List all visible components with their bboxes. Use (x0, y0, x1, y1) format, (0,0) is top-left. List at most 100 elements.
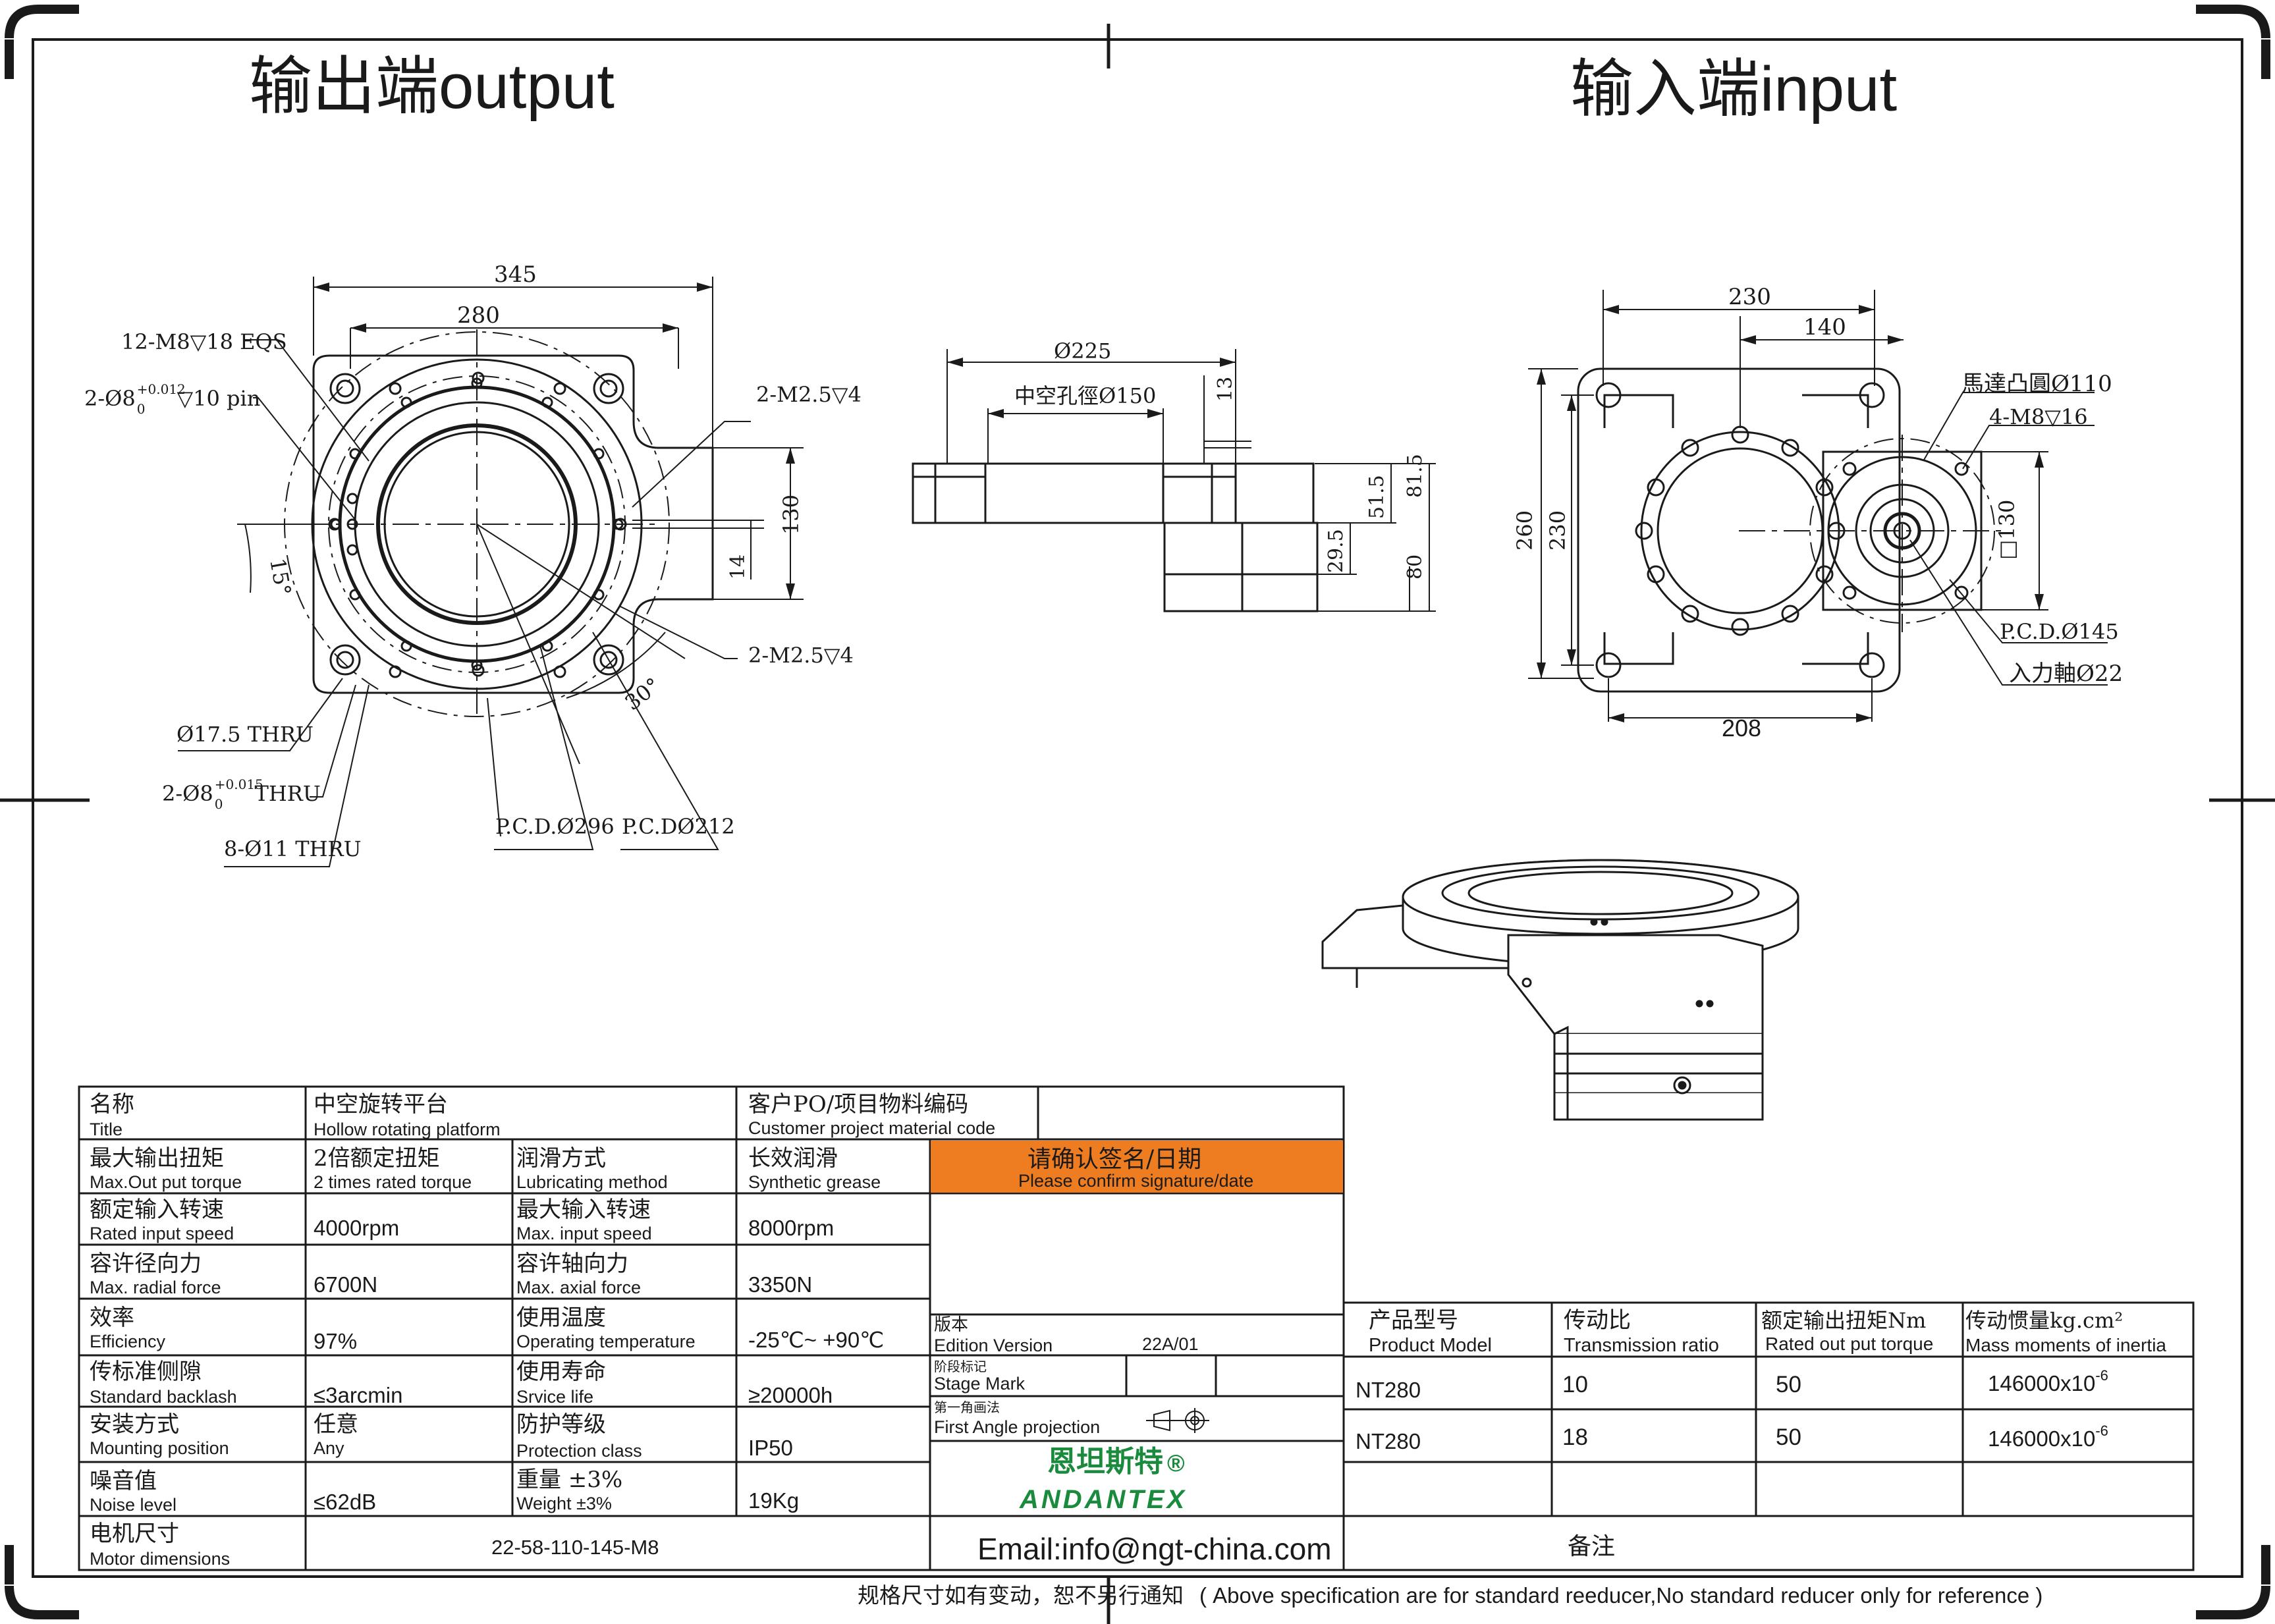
dim-51-5: 51.5 (1365, 475, 1388, 519)
row5-l2-cn: 使用寿命 (516, 1359, 606, 1385)
row3-l2-cn: 容许轴向力 (516, 1251, 628, 1277)
row3-l1-cn: 容许径向力 (90, 1251, 202, 1277)
po-label-en: Customer project material code (748, 1118, 995, 1138)
row3-l2-en: Max. axial force (516, 1278, 641, 1297)
projection-cn: 第一角画法 (934, 1399, 1000, 1415)
edition-cn: 版本 (934, 1315, 968, 1335)
row6-v2: IP50 (748, 1436, 793, 1460)
row2-v2: 8000rpm (748, 1216, 834, 1240)
row1-inertia: 146000x10-6 (1988, 1367, 2108, 1395)
row4-v2: -25℃~ +90℃ (748, 1328, 884, 1352)
label-thru-175: Ø17.5 THRU (177, 722, 314, 747)
confirm-en: Please confirm signature/date (1018, 1171, 1253, 1191)
label-m8-holes: 4-M8▽16 (1989, 404, 2088, 429)
email: Email:info@ngt-china.com (977, 1532, 1332, 1566)
model-table-text: 产品型号 Product Model 传动比 Transmission rati… (1356, 1307, 2166, 1453)
brand-name-cn: 恩坦斯特 (1047, 1446, 1163, 1478)
row1-v1-cn: 2倍额定扭矩 (314, 1145, 440, 1172)
angle-15: 15° (265, 556, 296, 597)
output-label: 输出端output (249, 51, 615, 122)
po-label-cn: 客户PO/项目物料编码 (748, 1091, 968, 1118)
stage-en: Stage Mark (934, 1374, 1026, 1394)
stage-cn: 阶段标记 (934, 1359, 987, 1374)
label-input-shaft: 入力軸Ø22 (2009, 661, 2123, 687)
row1-v2-en: Synthetic grease (748, 1172, 881, 1192)
label-pcd-296: P.C.D.Ø296 (495, 814, 615, 839)
label-pcd-212: P.C.DØ212 (622, 814, 735, 839)
dim-14: 14 (726, 555, 750, 580)
row6-v1-cn: 任意 (314, 1411, 358, 1438)
footer-note: 规格尺寸如有变动，恕不另行通知( Above specification are… (858, 1583, 2042, 1608)
dim-345: 345 (494, 261, 537, 288)
title-label-en: Title (90, 1120, 123, 1139)
output-top-view (178, 277, 804, 867)
header-inertia-cn: 传动惯量kg.cm² (1965, 1308, 2123, 1333)
dim-225: Ø225 (1054, 338, 1111, 364)
row7-l2-en: Weight ±3% (516, 1494, 612, 1513)
sheet-frame (0, 5, 2275, 1624)
dim-260: 260 (1512, 510, 1537, 551)
header-torque-en: Rated out put torque (1765, 1334, 1933, 1354)
row3-v2: 3350N (748, 1272, 812, 1297)
edition-en: Edition Version (934, 1336, 1053, 1355)
row4-l2-en: Operating temperature (516, 1332, 696, 1351)
header-model-cn: 产品型号 (1369, 1307, 1458, 1334)
dim-29-5: 29.5 (1325, 529, 1348, 573)
row4-v1: 97% (314, 1329, 357, 1353)
spec-table-text: 名称 Title 中空旋转平台 Hollow rotating platform… (90, 1091, 1615, 1569)
row2-l2-en: Max. input speed (516, 1224, 652, 1243)
title-label-cn: 名称 (90, 1091, 134, 1118)
row7-v2: 19Kg (748, 1488, 799, 1513)
header-model-en: Product Model (1369, 1335, 1492, 1356)
row1-torque: 50 (1776, 1372, 1801, 1397)
row5-v1: ≤3arcmin (314, 1383, 402, 1407)
row1-model: NT280 (1356, 1378, 1421, 1402)
spec-table-grid (78, 1085, 2193, 1571)
row7-v1: ≤62dB (314, 1490, 376, 1514)
confirm-cn: 请确认签名/日期 (1028, 1146, 1201, 1173)
input-view (1528, 290, 2108, 722)
label-pcd-145: P.C.D.Ø145 (2000, 619, 2119, 644)
row2-model: NT280 (1356, 1429, 1421, 1453)
side-view-annotations: Ø225 中空孔徑Ø150 13 51.5 81.5 29.5 80 (1014, 338, 1427, 580)
label-motor-boss: 馬達凸圓Ø110 (1961, 371, 2112, 397)
row6-l2-cn: 防护等级 (516, 1411, 606, 1438)
dim-130: 130 (779, 495, 804, 535)
row4-l1-cn: 效率 (90, 1305, 134, 1331)
label-12-m8-holes: 12-M8▽18 EQS (121, 329, 287, 354)
remark-label: 备注 (1568, 1533, 1615, 1560)
dim-square-130: □130 (1994, 500, 2019, 560)
brand-name-en: ANDANTEX (1019, 1485, 1187, 1514)
row2-l1-cn: 额定输入转速 (90, 1197, 224, 1223)
row1-ratio: 10 (1562, 1372, 1588, 1397)
row2-l1-en: Rated input speed (90, 1224, 234, 1243)
dim-140: 140 (1803, 314, 1846, 340)
row6-l1-cn: 安装方式 (90, 1411, 179, 1438)
dim-280: 280 (457, 302, 500, 329)
motor-value: 22-58-110-145-M8 (491, 1536, 659, 1559)
row4-l1-en: Efficiency (90, 1332, 166, 1351)
motor-label-en: Motor dimensions (90, 1549, 230, 1569)
row2-l2-cn: 最大输入转速 (516, 1197, 651, 1223)
model-table-grid (1342, 1301, 2195, 1571)
isometric-render (1321, 859, 1799, 1121)
confirm-banner (931, 1141, 1343, 1193)
dim-208: 208 (1722, 715, 1761, 742)
hollow-150: 中空孔徑Ø150 (1014, 383, 1156, 408)
row1-l1-cn: 最大输出扭矩 (90, 1145, 224, 1172)
dim-80: 80 (1404, 555, 1427, 580)
header-ratio-cn: 传动比 (1564, 1307, 1631, 1334)
dim-13: 13 (1214, 377, 1237, 402)
row6-l2-en: Protection class (516, 1441, 642, 1461)
dim-81-5: 81.5 (1404, 454, 1427, 498)
header-torque-cn: 额定输出扭矩Nm (1761, 1308, 1926, 1333)
side-view (912, 349, 1436, 612)
motor-label-cn: 电机尺寸 (90, 1521, 179, 1547)
brand-registered-mark: ® (1167, 1449, 1185, 1476)
row1-l2-cn: 润滑方式 (516, 1145, 606, 1172)
row2-v1: 4000rpm (314, 1216, 399, 1240)
title-value-en: Hollow rotating platform (314, 1120, 501, 1139)
